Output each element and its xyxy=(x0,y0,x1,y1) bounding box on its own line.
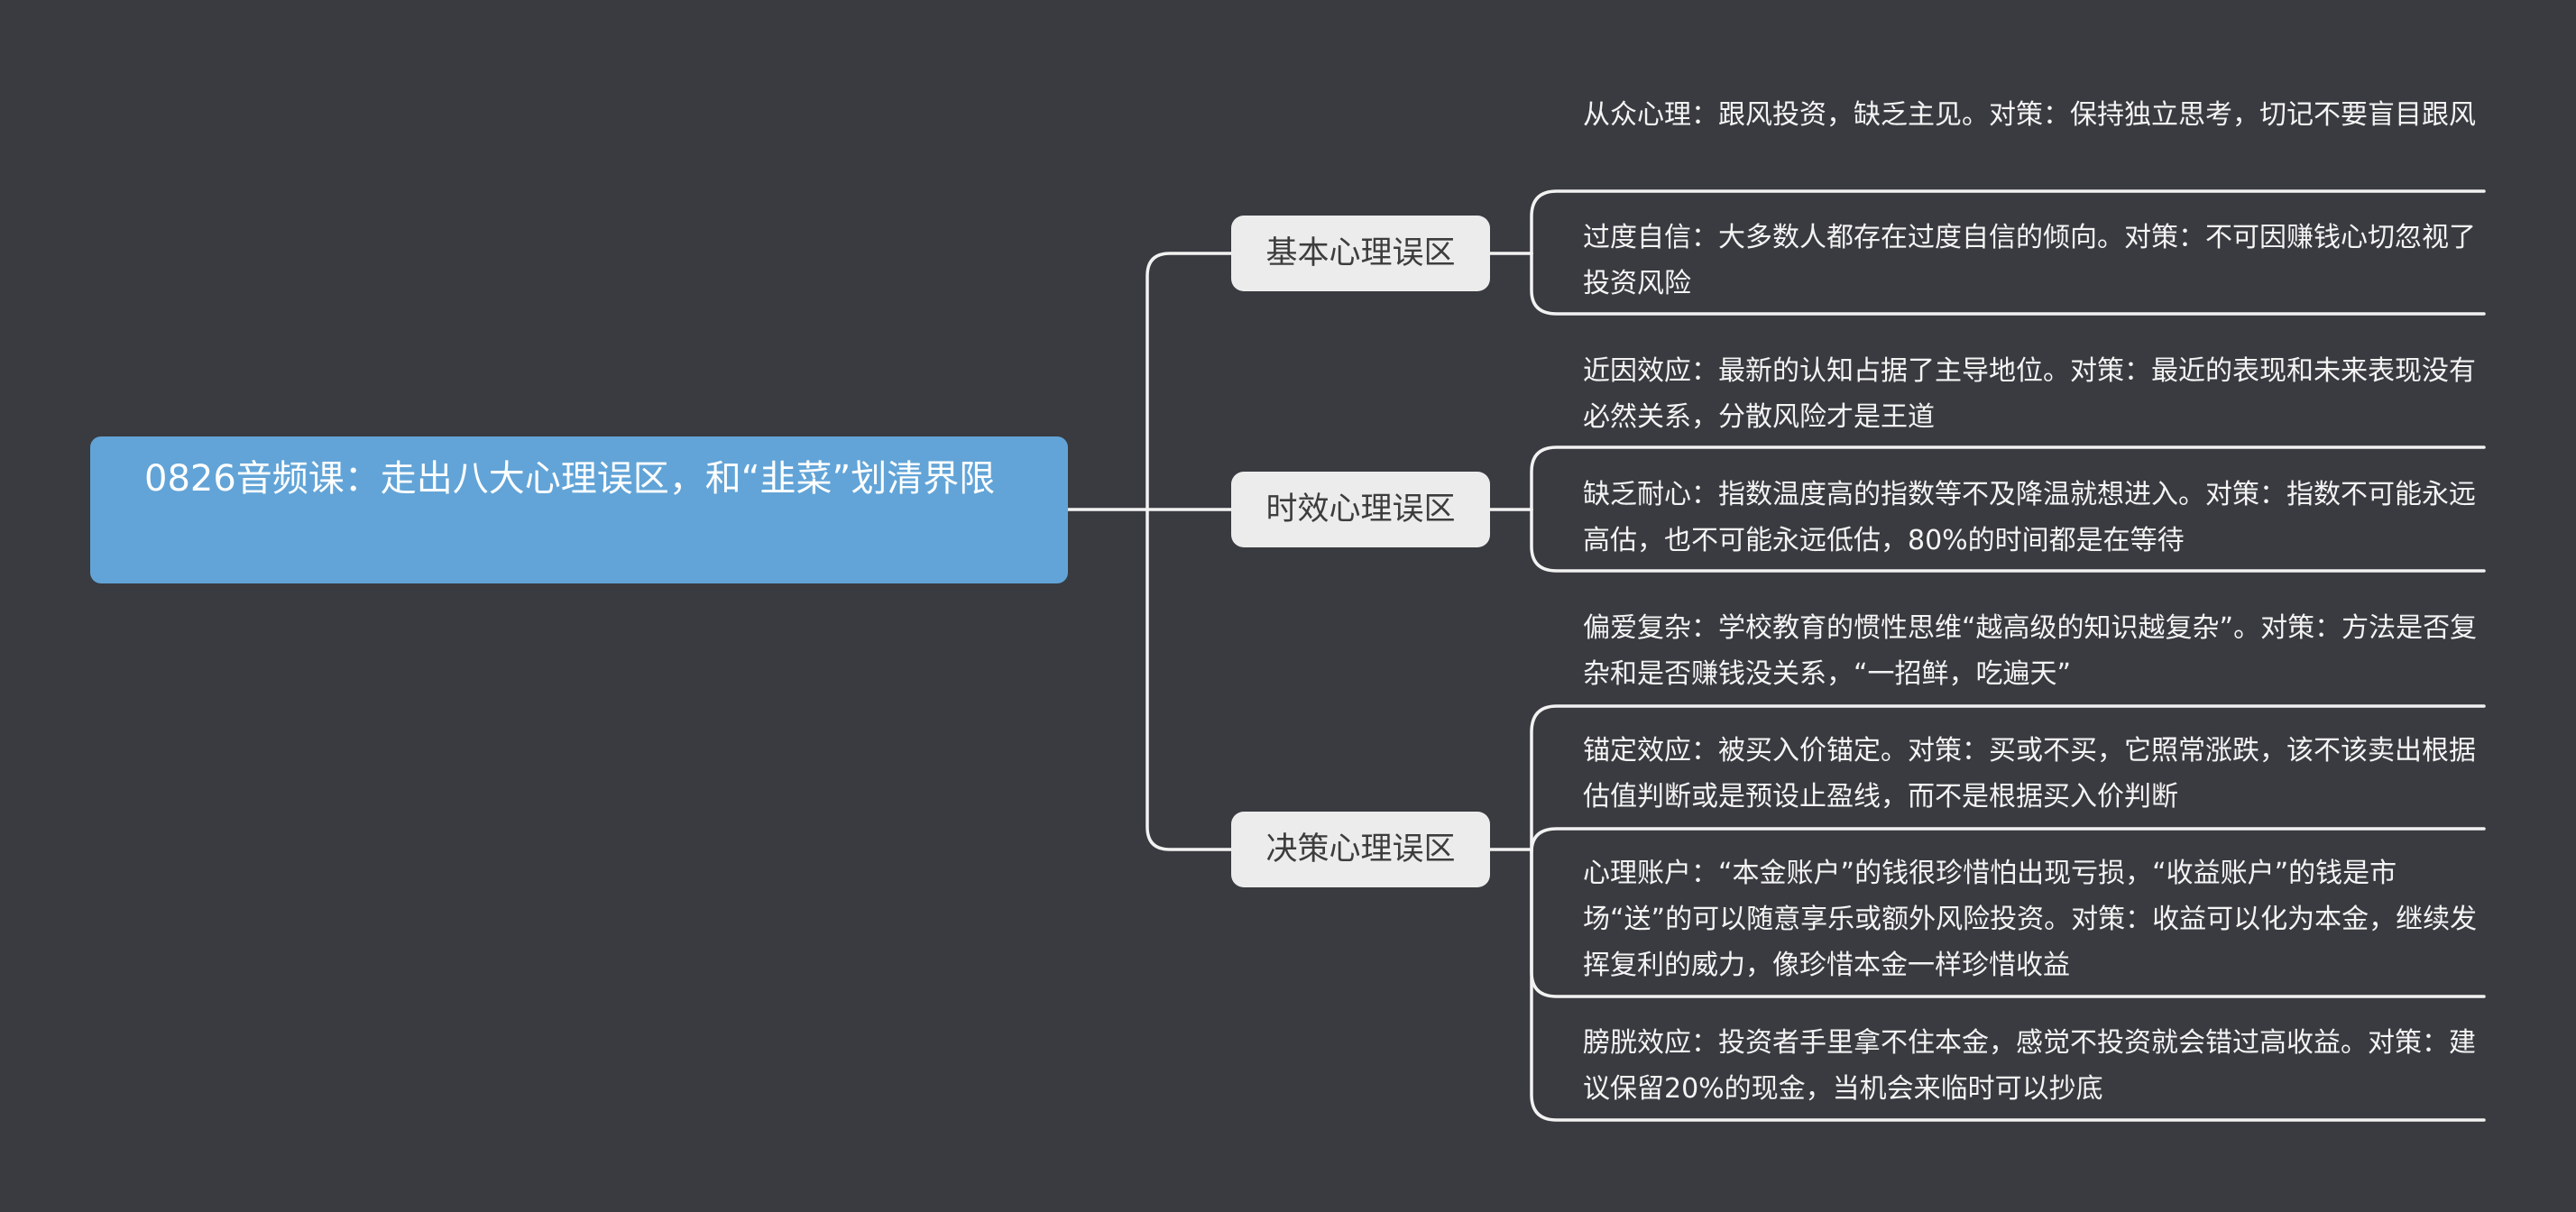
connector-leaf-1-2 xyxy=(1530,252,2486,316)
branch-topic-label: 基本心理误区 xyxy=(1265,235,1456,271)
leaf-topic-impatience[interactable]: 缺乏耐心：指数温度高的指数等不及降温就想进入。对策：指数不可能永远高估，也不可能… xyxy=(1583,472,2485,564)
connector-leaf-3-1 xyxy=(1530,704,2486,851)
branch-topic-timing[interactable]: 时效心理误区 xyxy=(1231,472,1490,547)
branch-topic-basic[interactable]: 基本心理误区 xyxy=(1231,216,1490,291)
leaf-topic-text: 偏爱复杂：学校教育的惯性思维“越高级的知识越复杂”。对策：方法是否复杂和是否赚钱… xyxy=(1583,612,2478,690)
leaf-topic-bladder-effect[interactable]: 膀胱效应：投资者手里拿不住本金，感觉不投资就会错过高收益。对策：建议保留20%的… xyxy=(1583,1020,2485,1112)
connector-leaf-3-2 xyxy=(1530,827,2486,854)
branch-topic-label: 时效心理误区 xyxy=(1265,491,1456,528)
branch-topic-decision[interactable]: 决策心理误区 xyxy=(1231,812,1490,887)
leaf-topic-text: 缺乏耐心：指数温度高的指数等不及降温就想进入。对策：指数不可能永远高估，也不可能… xyxy=(1583,479,2476,556)
leaf-topic-mental-accounting[interactable]: 心理账户：“本金账户”的钱很珍惜怕出现亏损，“收益账户”的钱是市场“送”的可以随… xyxy=(1583,850,2485,988)
leaf-topic-recency-effect[interactable]: 近因效应：最新的认知占据了主导地位。对策：最近的表现和未来表现没有必然关系，分散… xyxy=(1583,348,2485,440)
leaf-topic-herd-mentality[interactable]: 从众心理：跟风投资，缺乏主见。对策：保持独立思考，切记不要盲目跟风 xyxy=(1583,92,2485,138)
leaf-topic-text: 锚定效应：被买入价锚定。对策：买或不买，它照常涨跌，该不该卖出根据估值判断或是预… xyxy=(1583,735,2476,813)
leaf-topic-text: 从众心理：跟风投资，缺乏主见。对策：保持独立思考，切记不要盲目跟风 xyxy=(1583,99,2476,131)
connector-root-branch-3 xyxy=(1145,508,1233,851)
connector-leaf-2-1 xyxy=(1530,445,2486,511)
root-topic[interactable]: 0826音频课：走出八大心理误区，和“韭菜”划清界限 xyxy=(90,436,1068,583)
connector-leaf-2-2 xyxy=(1530,508,2486,573)
branch-topic-label: 决策心理误区 xyxy=(1265,831,1456,868)
connector-leaf-1-1 xyxy=(1530,189,2486,255)
leaf-topic-text: 过度自信：大多数人都存在过度自信的倾向。对策：不可因赚钱心切忽视了投资风险 xyxy=(1583,222,2476,299)
leaf-topic-text: 近因效应：最新的认知占据了主导地位。对策：最近的表现和未来表现没有必然关系，分散… xyxy=(1583,355,2476,433)
connector-leaf-3-4 xyxy=(1530,848,2486,1122)
leaf-topic-anchoring[interactable]: 锚定效应：被买入价锚定。对策：买或不买，它照常涨跌，该不该卖出根据估值判断或是预… xyxy=(1583,728,2485,820)
connector-root-branch-1 xyxy=(1145,252,1233,511)
leaf-topic-text: 膀胱效应：投资者手里拿不住本金，感觉不投资就会错过高收益。对策：建议保留20%的… xyxy=(1583,1027,2476,1105)
root-topic-label: 0826音频课：走出八大心理误区，和“韭菜”划清界限 xyxy=(144,458,996,500)
leaf-topic-text: 心理账户：“本金账户”的钱很珍惜怕出现亏损，“收益账户”的钱是市场“送”的可以随… xyxy=(1583,858,2478,981)
leaf-topic-overconfidence[interactable]: 过度自信：大多数人都存在过度自信的倾向。对策：不可因赚钱心切忽视了投资风险 xyxy=(1583,215,2485,307)
leaf-topic-complexity-bias[interactable]: 偏爱复杂：学校教育的惯性思维“越高级的知识越复杂”。对策：方法是否复杂和是否赚钱… xyxy=(1583,605,2485,697)
